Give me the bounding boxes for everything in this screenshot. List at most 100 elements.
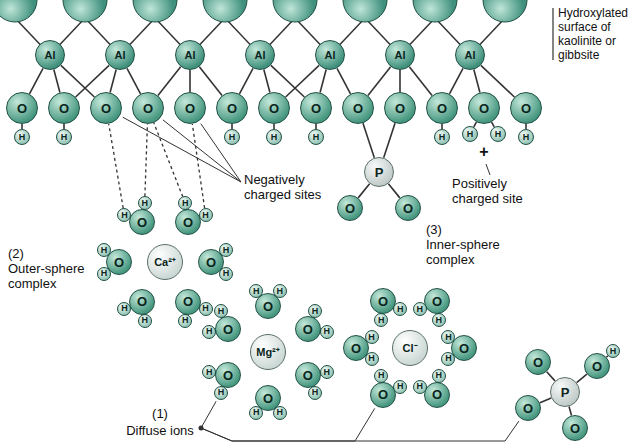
- atom-symbol: O: [570, 422, 580, 435]
- leader-line: [486, 164, 490, 175]
- atom-circle: Cl⁻: [392, 330, 428, 366]
- bond-line: [110, 70, 116, 93]
- atom-circle: O: [584, 353, 610, 379]
- bond-line: [388, 184, 399, 198]
- bond-line: [320, 70, 326, 93]
- atom-circle: H: [308, 386, 322, 400]
- atom-circle: Al: [105, 40, 135, 70]
- atom-symbol: Ca²⁺: [154, 257, 176, 268]
- atom-symbol: Al: [465, 50, 476, 61]
- atom-circle: O: [370, 382, 396, 408]
- callout-label: Outer-sphere complex: [8, 261, 94, 291]
- bond-line: [127, 68, 141, 94]
- atom-symbol: O: [269, 102, 279, 115]
- bond-line: [189, 70, 191, 92]
- atom-circle: O: [175, 289, 201, 315]
- atom-symbol: O: [206, 256, 216, 269]
- bond-line: [409, 67, 432, 96]
- atom-circle: O: [510, 92, 542, 124]
- atom-symbol: H: [182, 199, 189, 208]
- bond-line: [199, 67, 222, 96]
- atom-symbol: H: [121, 304, 128, 313]
- atom-symbol: O: [521, 102, 531, 115]
- atom-circle: O: [525, 349, 551, 375]
- atom-symbol: O: [432, 388, 442, 401]
- atom-symbol: H: [141, 199, 148, 208]
- atom-circle: H: [606, 344, 620, 358]
- atom-symbol: H: [495, 130, 502, 139]
- atom-symbol: H: [312, 307, 319, 316]
- atom-symbol: O: [533, 356, 543, 369]
- atom-circle: O: [370, 288, 396, 314]
- callout-label: +: [476, 143, 492, 161]
- bond-line: [29, 68, 43, 94]
- atom-circle: Al: [385, 40, 415, 70]
- atom-symbol: H: [202, 211, 209, 220]
- atom-circle: H: [14, 129, 30, 145]
- atom-symbol: H: [378, 371, 385, 380]
- atom-symbol: O: [459, 342, 469, 355]
- atom-circle: H: [224, 129, 240, 145]
- atom-circle: H: [393, 302, 407, 316]
- atom-symbol: H: [101, 246, 108, 255]
- atom-circle: O: [424, 382, 450, 408]
- atom-circle: O: [215, 362, 241, 388]
- atom-circle: O: [175, 209, 201, 235]
- atom-circle: H: [374, 369, 388, 383]
- atom-circle: O: [174, 92, 206, 124]
- atom-symbol: O: [137, 216, 147, 229]
- atom-symbol: H: [312, 388, 319, 397]
- atom-circle: O: [295, 316, 321, 342]
- bond-line: [569, 406, 572, 415]
- atom-symbol: O: [114, 256, 124, 269]
- atom-symbol: H: [368, 333, 375, 342]
- atom-symbol: H: [206, 368, 213, 377]
- atom-circle: O: [515, 395, 541, 421]
- atom-symbol: Mg²⁺: [256, 347, 280, 358]
- atom-circle: H: [393, 380, 407, 394]
- atom-symbol: H: [229, 133, 236, 142]
- atom-circle: Al: [35, 40, 65, 70]
- atom-circle: Al: [455, 40, 485, 70]
- atom-symbol: Al: [255, 50, 266, 61]
- atom-circle: H: [490, 126, 506, 142]
- atom-symbol: O: [183, 295, 193, 308]
- atom-circle: H: [219, 243, 233, 257]
- bond-line: [337, 68, 351, 94]
- atom-symbol: H: [276, 408, 283, 417]
- atom-symbol: H: [253, 287, 260, 296]
- leader-line: [201, 421, 519, 441]
- atom-circle: P: [550, 377, 580, 407]
- atom-symbol: H: [276, 287, 283, 296]
- atom-symbol: H: [101, 269, 108, 278]
- atom-circle: Al: [175, 40, 205, 70]
- atom-circle: H: [273, 406, 287, 420]
- atom-circle: H: [518, 129, 534, 145]
- atom-circle: O: [295, 362, 321, 388]
- atom-symbol: H: [121, 211, 128, 220]
- callout-label: (3): [426, 222, 506, 237]
- bond-line: [368, 67, 391, 96]
- atom-symbol: O: [311, 102, 321, 115]
- atom-circle: H: [138, 196, 152, 210]
- atom-symbol: H: [368, 354, 375, 363]
- atom-symbol: O: [403, 202, 413, 215]
- atom-symbol: O: [303, 369, 313, 382]
- atom-circle: O: [342, 92, 374, 124]
- atom-symbol: O: [101, 102, 111, 115]
- callout-label: Negatively charged sites: [244, 172, 336, 202]
- atom-circle: Ca²⁺: [147, 244, 183, 280]
- atom-circle: O: [468, 92, 500, 124]
- atom-symbol: H: [271, 133, 278, 142]
- atom-symbol: O: [223, 323, 233, 336]
- atom-symbol: Al: [45, 50, 56, 61]
- atom-symbol: H: [182, 316, 189, 325]
- atom-circle: O: [258, 92, 290, 124]
- atom-circle: H: [413, 380, 427, 394]
- atom-circle: O: [216, 92, 248, 124]
- atom-circle: H: [117, 302, 131, 316]
- atom-symbol: O: [345, 202, 355, 215]
- callout-label: (2): [8, 246, 94, 261]
- atom-symbol: Al: [395, 50, 406, 61]
- hydrogen-bond: [145, 124, 148, 196]
